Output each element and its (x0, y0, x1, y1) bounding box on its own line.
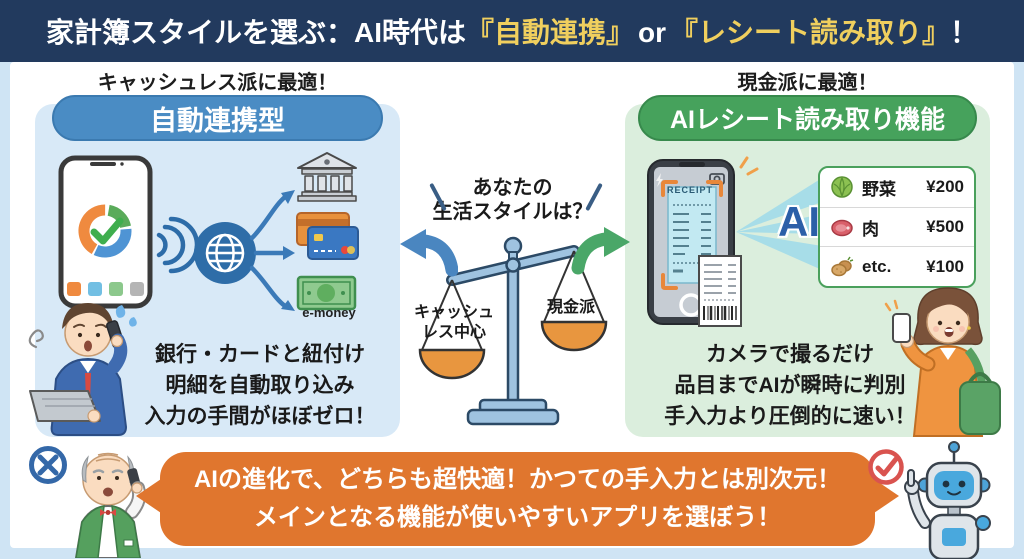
x-mark-badge (29, 446, 67, 484)
item-price: ¥200 (926, 177, 964, 197)
cash-pan-label: 現金派 (546, 299, 595, 316)
bank-icon (297, 152, 357, 202)
conclusion-line1: AIの進化で、どちらも超快適！かつての手入力とは別次元！ (193, 466, 842, 493)
item-price: ¥500 (926, 217, 964, 236)
item-row-etc: etc. ¥100 (820, 246, 974, 286)
item-name: 肉 (862, 219, 879, 239)
right-desc-line1: カメラで撮るだけ (706, 343, 874, 366)
conclusion-bubble: AIの進化で、どちらも超快適！かつての手入力とは別次元！ メインとなる機能が使い… (160, 452, 875, 546)
left-pill-label: 自動連携型 (150, 105, 285, 136)
potato-icon (831, 256, 854, 276)
item-row-meat: 肉 ¥500 (820, 206, 974, 247)
scan-beam-icon (736, 178, 822, 270)
item-name: 野菜 (862, 179, 896, 199)
credit-cards-icon (296, 212, 359, 260)
link-arrowheads (281, 190, 295, 311)
left-desc-line3: 入力の手間がほぼゼロ！ (144, 405, 376, 428)
title-or: or (638, 17, 666, 48)
lifestyle-question: あなたの 生活スタイルは？ (420, 176, 605, 224)
barcode (703, 306, 737, 320)
right-desc-line3: 手入力より圧倒的に速い！ (664, 405, 916, 428)
balance-scale-icon (418, 236, 608, 426)
right-pill-label: AIレシート読み取り機能 (669, 106, 945, 134)
left-tagline: キャッシュレス派に最適！ (97, 72, 338, 94)
left-desc-line2: 明細を自動取り込み (165, 374, 355, 397)
right-tagline: 現金派に最適！ (737, 72, 878, 94)
wifi-icon (156, 216, 200, 274)
meat-icon (831, 219, 853, 237)
woman-shopper-illustration (884, 287, 1001, 437)
link-arrows (249, 194, 288, 309)
stressed-businessman-illustration (28, 303, 137, 436)
smartphone-scan-icon (647, 156, 759, 327)
title-highlight-auto-link: 『自動連携』 (465, 17, 634, 48)
bubble-tail-left (136, 477, 164, 515)
left-pill: 自動連携型 (52, 95, 383, 141)
check-mark-badge (868, 449, 904, 485)
robot-illustration (904, 441, 991, 559)
cashless-label-line1: キャッシュ (413, 304, 494, 321)
bubble-tail-right (871, 477, 899, 515)
cabbage-icon (831, 176, 853, 199)
page-title: 家計簿スタイルを選ぶ：AI時代は『自動連携』or『レシート読み取り』！ (46, 11, 978, 51)
item-row-vegetable: 野菜 ¥200 (820, 168, 974, 207)
cashless-pan-label: キャッシュ レス中心 (406, 303, 502, 343)
item-name: etc. (862, 256, 892, 276)
arrow-left-icon (400, 229, 458, 277)
left-description: 銀行・カードと紐付け 明細を自動取り込み 入力の手間がほぼゼロ！ (120, 339, 400, 432)
conclusion-line2: メインとなる機能が使いやすいアプリを選ぼう！ (253, 504, 782, 531)
smartphone-chart-icon (58, 155, 153, 309)
receipt-label: RECEIPT (666, 185, 713, 195)
sparkle-icon (739, 156, 759, 176)
item-price: ¥100 (926, 256, 964, 276)
flash-icon (656, 173, 663, 187)
title-banner: 家計簿スタイルを選ぶ：AI時代は『自動連携』or『レシート読み取り』！ (0, 0, 1024, 62)
banknote-icon (296, 275, 357, 311)
title-prefix: 家計簿スタイルを選ぶ：AI時代は (45, 17, 466, 48)
old-man-illustration (74, 452, 147, 558)
arrow-right-icon (571, 227, 630, 275)
left-desc-line1: 銀行・カードと紐付け (155, 343, 365, 366)
title-suffix: ！ (950, 17, 979, 48)
question-line2: 生活スタイルは？ (432, 201, 593, 223)
title-highlight-receipt: 『レシート読み取り』 (670, 17, 951, 48)
auto-link-illustration (58, 152, 359, 311)
right-pill: AIレシート読み取り機能 (638, 95, 977, 141)
right-description: カメラで撮るだけ 品目までAIが瞬時に判別 手入力より圧倒的に速い！ (635, 339, 945, 432)
question-line1: あなたの (472, 177, 553, 199)
right-desc-line2: 品目までAIが瞬時に判別 (674, 374, 906, 397)
paper-receipt-icon (698, 255, 742, 327)
emoney-label: e-money (302, 305, 356, 320)
scanned-items-card: 野菜 ¥200 肉 ¥500 etc. ¥100 (818, 166, 976, 288)
ai-label: AI (778, 198, 820, 245)
globe-icon (194, 222, 256, 284)
cashless-label-line2: レス中心 (421, 324, 486, 341)
